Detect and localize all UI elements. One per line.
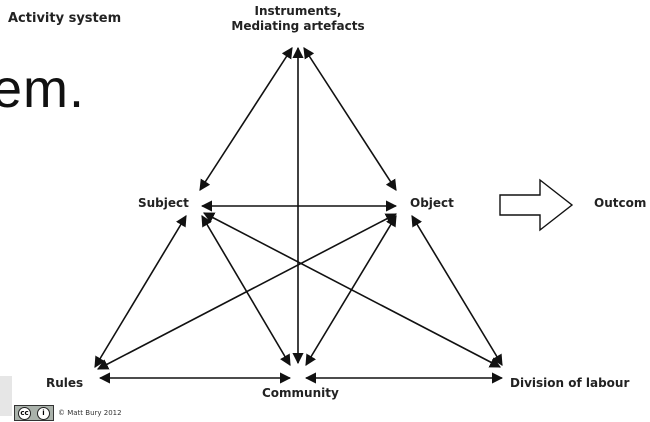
creative-commons-icon: cc — [18, 406, 31, 420]
node-community: Community — [262, 386, 339, 400]
arrow-subject-rules — [94, 215, 187, 368]
license-text: © Matt Bury 2012 — [58, 409, 122, 417]
arrow-subject-community — [201, 215, 291, 366]
node-division-of-labour: Division of labour — [510, 376, 630, 390]
license-badge: cc i © Matt Bury 2012 — [12, 404, 172, 422]
arrow-object-community — [305, 215, 397, 366]
diagram-title: Activity system — [8, 11, 122, 26]
arrow-object-division — [411, 215, 503, 366]
node-object: Object — [410, 196, 454, 210]
node-subject: Subject — [138, 196, 189, 210]
arrow-instruments-object — [303, 47, 397, 191]
left-edge-strip — [0, 376, 12, 416]
arrow-instruments-subject — [199, 47, 293, 191]
cc-badge: cc i — [14, 405, 54, 421]
attribution-icon: i — [37, 406, 50, 420]
node-outcome: Outcom — [594, 196, 647, 210]
node-instruments-line2: Mediating artefacts — [231, 19, 365, 33]
node-instruments: Instruments, Mediating artefacts — [227, 4, 369, 34]
background-text: em. — [0, 59, 86, 119]
outcome-arrow-icon — [499, 178, 574, 232]
node-rules: Rules — [46, 376, 84, 390]
arrow-group — [94, 46, 504, 384]
node-instruments-line1: Instruments, — [254, 4, 342, 18]
